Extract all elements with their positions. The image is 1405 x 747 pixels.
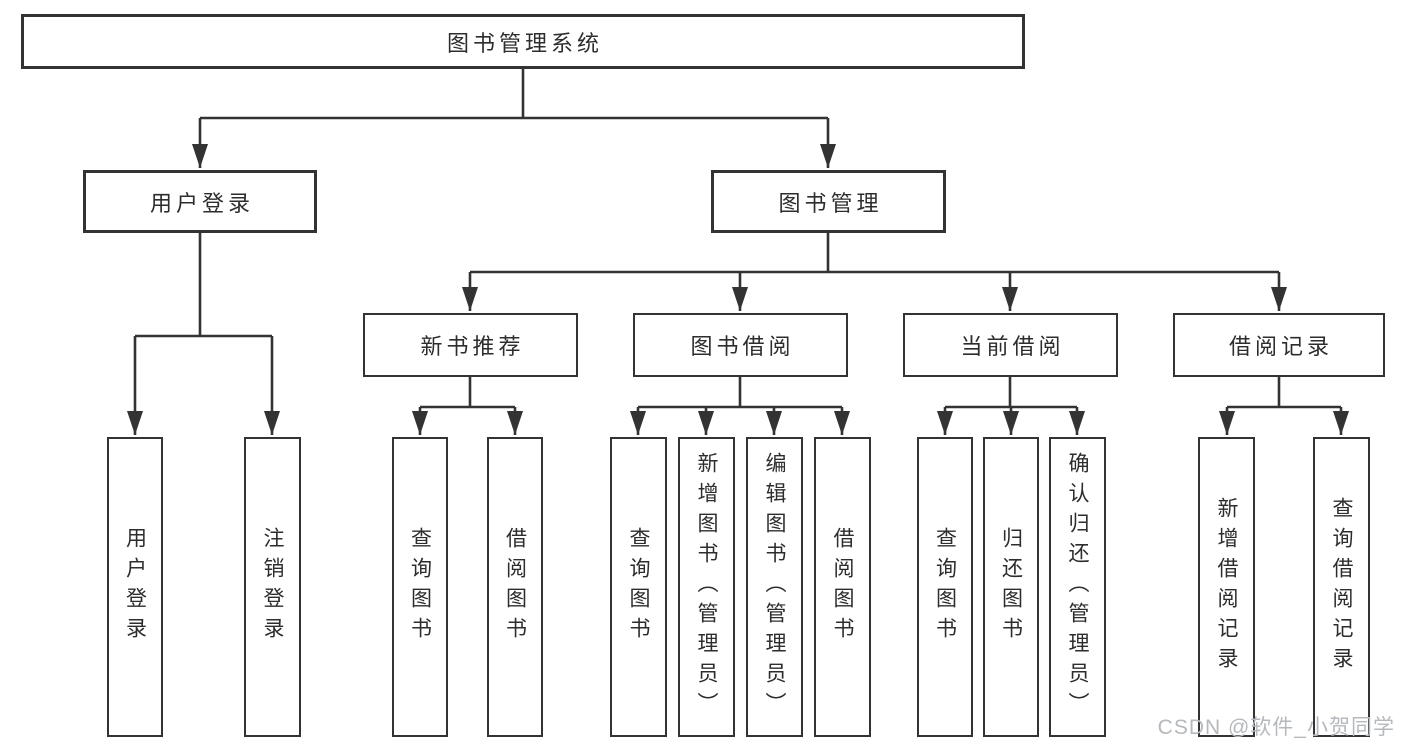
leaf-label: 借阅图书: [831, 527, 854, 647]
leaf-records-query-borrow-record: 查询借阅记录: [1313, 437, 1370, 737]
csdn-watermark: CSDN @软件_小贺同学: [1157, 716, 1395, 739]
leaf-label: 查询图书: [408, 527, 432, 647]
leaf-records-add-borrow-record: 新增借阅记录: [1198, 437, 1255, 737]
leaf-label: 用户登录: [123, 527, 147, 647]
leaf-logout: 注销登录: [244, 437, 301, 737]
node-new-book-recommendation: 新书推荐: [363, 313, 578, 377]
node-user-login: 用户登录: [83, 170, 317, 233]
node-label: 图书管理系统: [446, 30, 603, 56]
leaf-user-login: 用户登录: [107, 437, 163, 737]
leaf-label: 借阅图书: [503, 527, 527, 647]
node-borrowing-records: 借阅记录: [1173, 313, 1385, 377]
node-current-borrowing: 当前借阅: [903, 313, 1118, 377]
leaf-label: 查询借阅记录: [1330, 497, 1353, 677]
node-book-management: 图书管理: [711, 170, 946, 233]
node-label: 图书管理: [778, 190, 883, 216]
node-book-borrowing: 图书借阅: [633, 313, 848, 377]
node-label: 新书推荐: [420, 334, 525, 359]
leaf-label: 新增图书（管理员）: [695, 452, 718, 722]
leaf-label: 查询图书: [627, 527, 650, 647]
leaf-recommend-query-books: 查询图书: [392, 437, 448, 737]
leaf-current-query-books: 查询图书: [917, 437, 973, 737]
leaf-label: 新增借阅记录: [1215, 497, 1238, 677]
leaf-borrowing-query-books: 查询图书: [610, 437, 667, 737]
leaf-current-return-books: 归还图书: [983, 437, 1039, 737]
node-label: 借阅记录: [1228, 334, 1333, 359]
node-label: 当前借阅: [960, 334, 1065, 359]
leaf-label: 查询图书: [933, 527, 957, 647]
leaf-borrowing-edit-books-admin: 编辑图书（管理员）: [746, 437, 803, 737]
leaf-borrowing-borrow-books: 借阅图书: [814, 437, 871, 737]
node-label: 图书借阅: [690, 334, 795, 359]
leaf-label: 编辑图书（管理员）: [763, 452, 786, 722]
leaf-label: 确认归还（管理员）: [1066, 452, 1089, 722]
leaf-current-confirm-return-admin: 确认归还（管理员）: [1049, 437, 1106, 737]
node-library-management-system: 图书管理系统: [21, 14, 1025, 69]
leaf-borrowing-add-books-admin: 新增图书（管理员）: [678, 437, 735, 737]
leaf-recommend-borrow-books: 借阅图书: [487, 437, 543, 737]
leaf-label: 注销登录: [261, 527, 284, 647]
leaf-label: 归还图书: [999, 527, 1023, 647]
node-label: 用户登录: [149, 190, 254, 216]
